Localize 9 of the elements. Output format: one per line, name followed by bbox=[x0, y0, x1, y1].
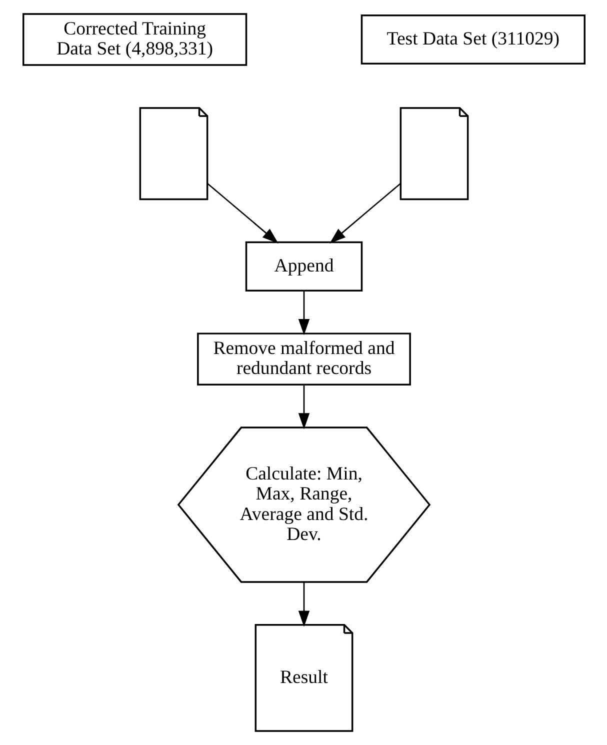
arrow bbox=[329, 183, 400, 244]
arrow bbox=[206, 183, 278, 244]
node-box: Test Data Set (311029) bbox=[360, 14, 585, 65]
arrow bbox=[298, 384, 310, 430]
arrow bbox=[298, 290, 310, 336]
arrow bbox=[298, 582, 310, 627]
node-box: Corrected Training Data Set (4,898,331) bbox=[22, 13, 247, 66]
node-box: Append bbox=[244, 241, 362, 292]
node-box: Remove malformed and redundant records bbox=[196, 332, 410, 386]
